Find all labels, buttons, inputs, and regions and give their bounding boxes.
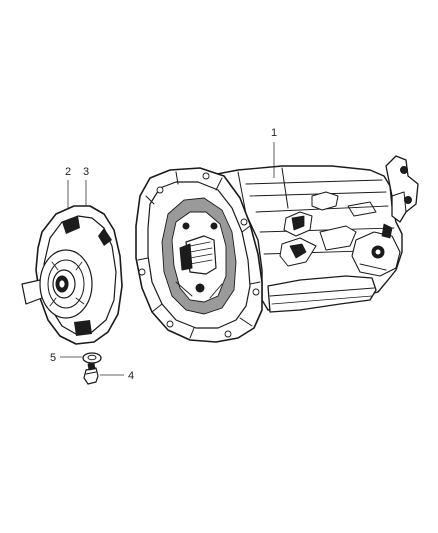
callout-4: 4 [100,370,134,382]
callout-label-5: 5 [50,352,56,364]
callout-1: 1 [271,127,277,178]
callout-3: 3 [83,166,89,206]
callout-2: 2 [65,166,71,208]
transmission-assembly [135,155,419,343]
torque-converter [21,205,123,345]
callout-5: 5 [50,352,82,364]
callout-label-4: 4 [128,370,134,382]
drain-plug [83,362,99,385]
washer [82,352,102,364]
callout-label-1: 1 [271,127,277,139]
callout-label-2: 2 [65,166,71,178]
callout-label-3: 3 [83,166,89,178]
